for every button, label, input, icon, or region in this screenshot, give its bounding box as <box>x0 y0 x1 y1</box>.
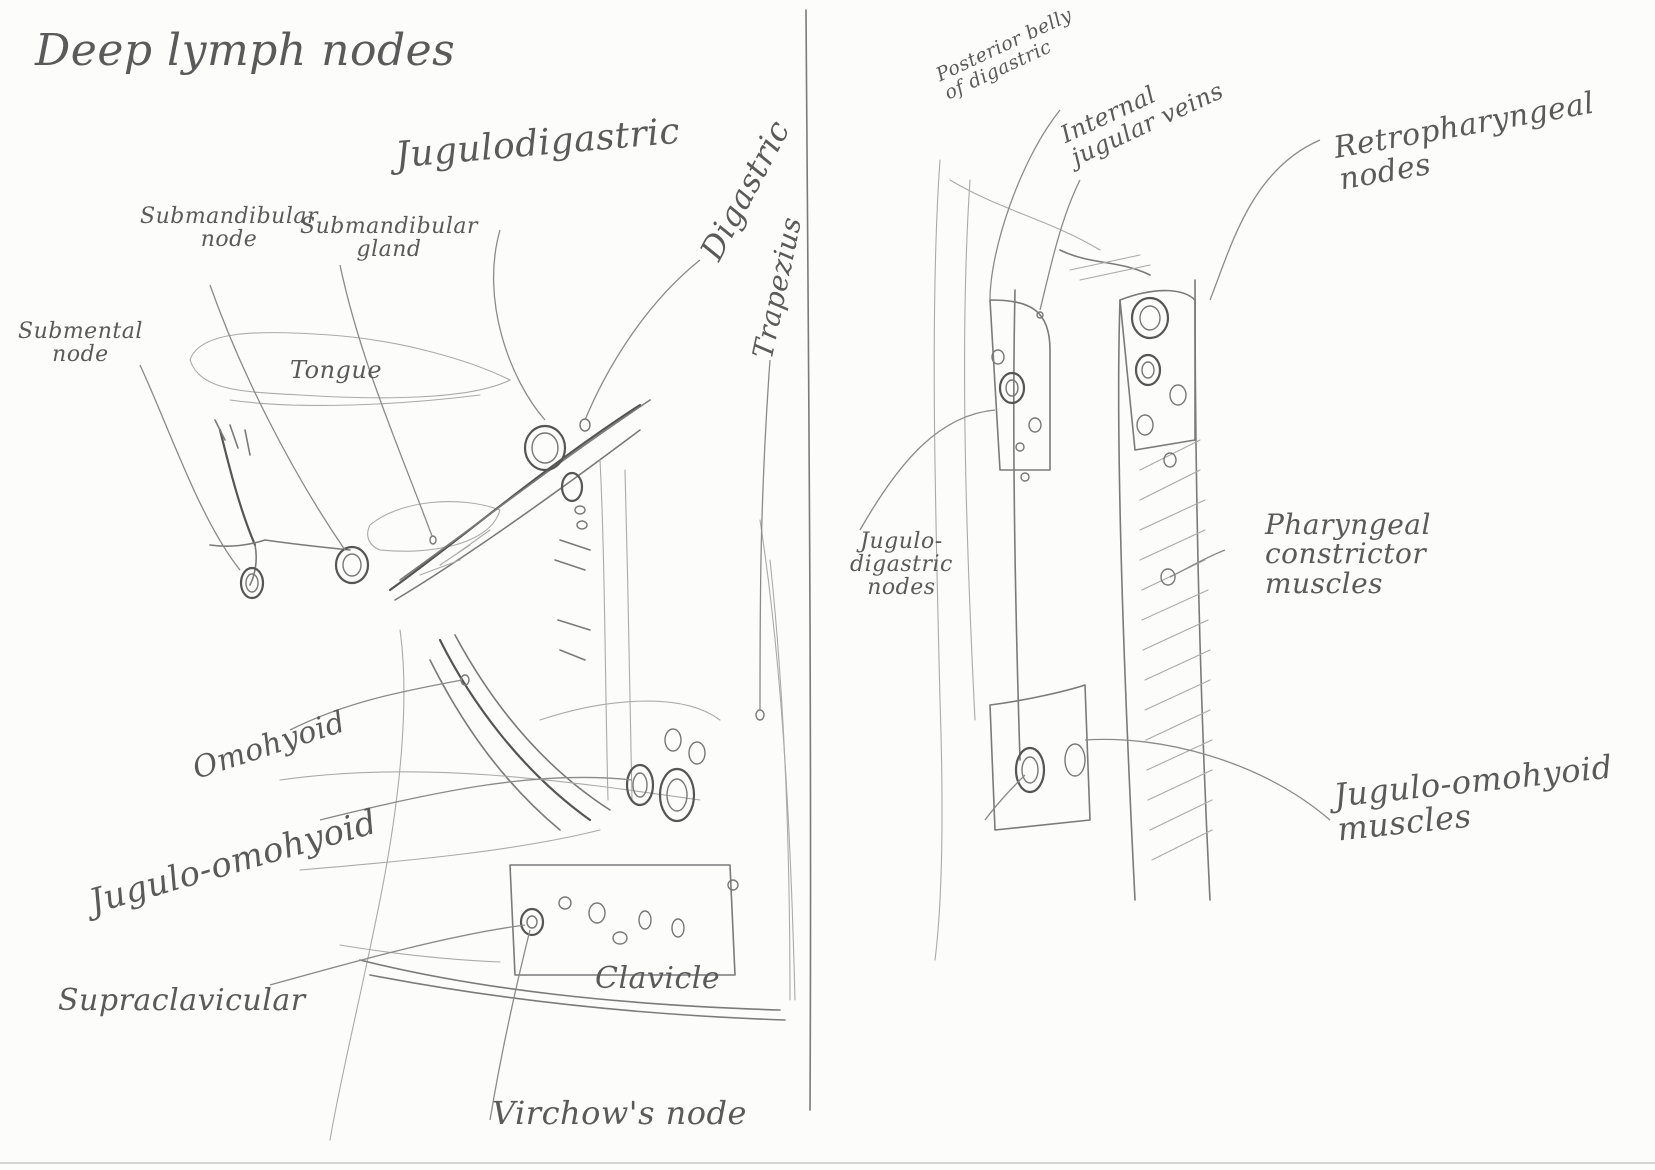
right-lymph-nodes <box>992 298 1186 792</box>
label-submental-node: Submental node <box>18 320 143 366</box>
digastric-muscle <box>390 400 650 600</box>
label-jugulodigastric-nodes: Jugulo- digastric nodes <box>850 530 953 599</box>
page-divider <box>806 10 811 1110</box>
neck-vessels <box>430 460 632 830</box>
jugulodigastric-box <box>990 300 1050 470</box>
supraclavicular-region <box>340 865 785 1020</box>
label-tongue: Tongue <box>290 358 382 383</box>
page-title: Deep lymph nodes <box>35 28 455 74</box>
label-virchows-node: Virchow's node <box>492 1097 747 1131</box>
label-clavicle: Clavicle <box>595 963 720 995</box>
submental-chain <box>210 420 350 585</box>
label-supraclavicular: Supraclavicular <box>58 985 306 1017</box>
pharynx-outline <box>934 160 1210 960</box>
label-pharyngeal-constrictor-muscles: Pharyngeal constrictor muscles <box>1265 510 1431 598</box>
right-leader-lines <box>860 110 1330 820</box>
label-submandibular-node: Submandibular node <box>140 205 318 251</box>
constrictor-hatching <box>1140 440 1212 860</box>
jugulo-omohyoid-box <box>990 685 1090 830</box>
label-submandibular-gland: Submandibular gland <box>300 215 478 261</box>
